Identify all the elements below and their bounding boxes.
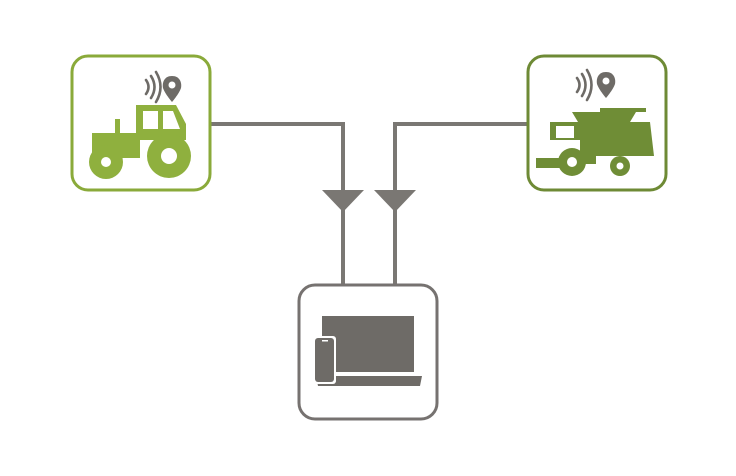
phone-icon <box>312 336 336 384</box>
combine-node <box>526 54 668 192</box>
laptop-icon <box>316 316 422 386</box>
tractor-connector-line <box>210 122 345 285</box>
tractor-node <box>70 54 212 192</box>
down-arrow-left <box>322 190 364 212</box>
wireless-signal-icon <box>144 70 162 104</box>
tractor-icon <box>89 105 191 179</box>
connectors <box>210 122 528 285</box>
location-pin-icon <box>162 76 182 102</box>
computer-devices-icon <box>312 316 422 386</box>
combine-connector-line <box>393 122 528 285</box>
wireless-signal-icon <box>575 68 593 102</box>
location-pin-icon <box>596 72 616 98</box>
down-arrow-right <box>374 190 416 212</box>
combine-harvester-icon <box>536 108 654 176</box>
devices-node <box>297 283 439 421</box>
